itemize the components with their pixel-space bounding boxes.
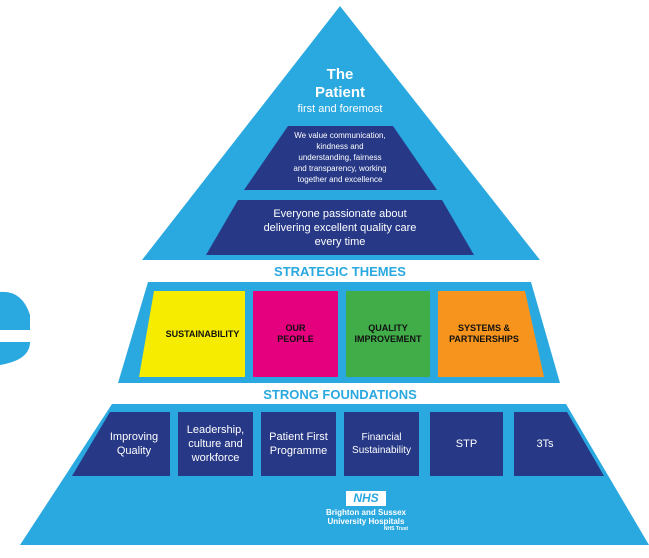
foundation-label: 3Ts bbox=[536, 438, 554, 450]
theme-sustainability-box bbox=[139, 291, 245, 377]
foundation-financial: Financial Sustainability bbox=[344, 412, 419, 476]
theme-quality-improvement: QUALITY IMPROVEMENT bbox=[346, 291, 430, 377]
foundation-leadership: Leadership, culture and workforce bbox=[178, 412, 253, 476]
strategic-themes-heading: STRATEGIC THEMES bbox=[274, 264, 406, 279]
foundation-label: Sustainability bbox=[352, 445, 411, 456]
values-line: understanding, fairness bbox=[298, 153, 382, 162]
foundation-3ts: 3Ts bbox=[514, 412, 576, 476]
theme-our-people-box bbox=[253, 291, 338, 377]
nhs-logo-badge: NHS bbox=[353, 491, 379, 505]
trust-name-suffix: NHS Trust bbox=[383, 526, 409, 532]
theme-label: IMPROVEMENT bbox=[354, 334, 422, 344]
foundation-label: Quality bbox=[116, 445, 152, 457]
theme-sustainability: SUSTAINABILITY bbox=[160, 291, 245, 377]
theme-label: SUSTAINABILITY bbox=[165, 328, 240, 339]
trust-name-line: University Hospitals bbox=[327, 517, 405, 526]
trust-logo-text: Brighton and Sussex University Hospitals… bbox=[256, 508, 476, 533]
vision-panel bbox=[206, 200, 474, 255]
apex-title-line2: Patient bbox=[314, 84, 365, 101]
foundation-box-stp bbox=[430, 412, 503, 476]
foundation-label: Financial bbox=[361, 432, 402, 443]
nhs-badge bbox=[346, 491, 386, 506]
foundation-label: Leadership, bbox=[186, 424, 245, 436]
foundation-label: workforce bbox=[191, 452, 240, 464]
values-text: We value communication, kindness and und… bbox=[265, 130, 415, 185]
foundation-label: Improving bbox=[109, 431, 159, 443]
theme-label: SYSTEMS & bbox=[457, 323, 510, 333]
foundation-box-improving-quality bbox=[72, 412, 170, 476]
apex-title-line1: The bbox=[326, 66, 354, 83]
apex-subtitle: first and foremost bbox=[297, 103, 383, 115]
foundation-label: Patient First bbox=[269, 431, 328, 443]
theme-systems-partnerships: SYSTEMS & PARTNERSHIPS bbox=[438, 291, 530, 377]
foundation-label: Programme bbox=[269, 445, 328, 457]
foundation-box-leadership bbox=[178, 412, 253, 476]
cropped-letter-e bbox=[0, 291, 30, 365]
values-line: We value communication, bbox=[294, 131, 386, 140]
foundation-patient-first: Patient First Programme bbox=[261, 412, 336, 476]
values-line: together and excellence bbox=[297, 175, 383, 184]
theme-our-people: OUR PEOPLE bbox=[253, 291, 338, 377]
vision-text: Everyone passionate about delivering exc… bbox=[230, 207, 450, 249]
foundation-label: culture and bbox=[188, 438, 243, 450]
foundation-stp: STP bbox=[430, 412, 503, 476]
vision-line: Everyone passionate about bbox=[273, 208, 407, 220]
foundation-label: STP bbox=[455, 438, 478, 450]
foundation-box-financial bbox=[344, 412, 419, 476]
vision-line: delivering excellent quality care bbox=[263, 222, 417, 234]
foundation-box-3ts bbox=[514, 412, 604, 476]
foundation-improving-quality: Improving Quality bbox=[98, 412, 170, 476]
theme-label: PEOPLE bbox=[277, 334, 314, 344]
apex-title: The Patient first and foremost bbox=[240, 66, 440, 116]
foundation-box-patient-first bbox=[261, 412, 336, 476]
values-panel bbox=[244, 126, 437, 190]
trust-name-line: Brighton and Sussex bbox=[325, 508, 406, 517]
vision-line: every time bbox=[314, 236, 366, 248]
theme-label: PARTNERSHIPS bbox=[449, 334, 519, 344]
values-line: and transparency, working bbox=[293, 164, 387, 173]
theme-label: QUALITY bbox=[368, 323, 408, 333]
theme-quality-improvement-box bbox=[346, 291, 430, 377]
values-line: kindness and bbox=[316, 142, 364, 151]
strong-foundations-heading: STRONG FOUNDATIONS bbox=[263, 387, 417, 402]
theme-systems-partnerships-box bbox=[438, 291, 544, 377]
theme-label: OUR bbox=[285, 323, 306, 333]
